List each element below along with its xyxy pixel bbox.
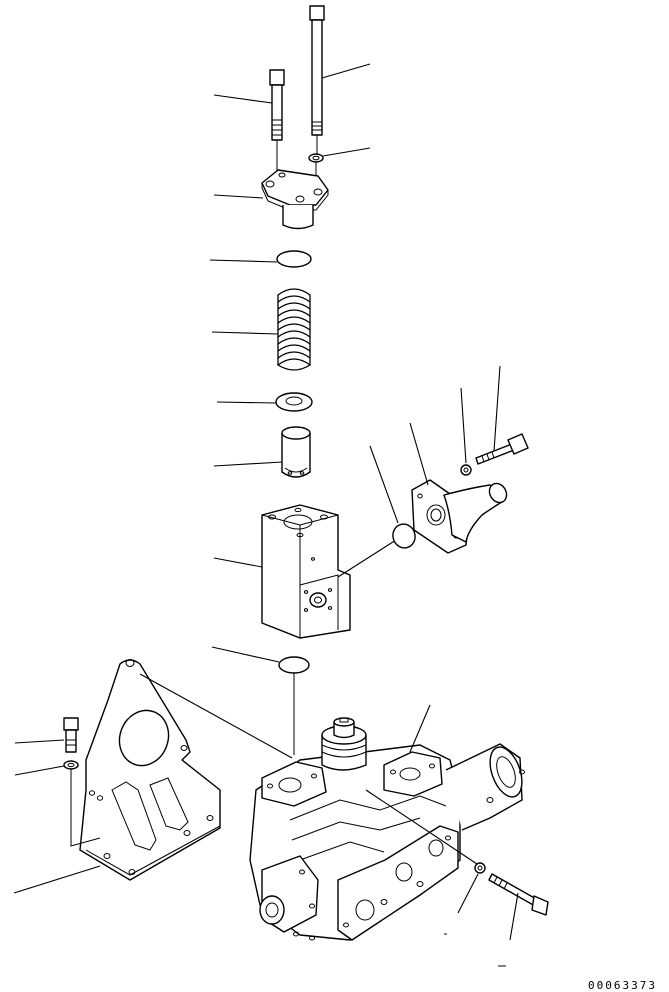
drawing-reference-number: 00063373: [588, 979, 657, 992]
o-ring-lower[interactable]: [278, 656, 310, 674]
washer-small[interactable]: [308, 153, 324, 163]
short-bolt[interactable]: [269, 69, 285, 141]
leader-spool-sleeve: [213, 461, 283, 467]
pump-washer[interactable]: [474, 862, 486, 874]
leader-spring-seat: [216, 401, 277, 404]
elbow-pipe-flange[interactable]: [411, 479, 510, 554]
pump-assembly[interactable]: [249, 717, 528, 941]
valve-body-block[interactable]: [261, 504, 351, 639]
leader-o-ring-lower: [211, 646, 280, 663]
leader-washer-flange: [460, 387, 467, 464]
leader-spring: [211, 331, 279, 335]
flange-bolt[interactable]: [475, 433, 529, 465]
leader-pump-bolt: [509, 892, 519, 941]
o-ring-side[interactable]: [390, 522, 417, 551]
leader-flange-bolt: [493, 365, 501, 452]
spring[interactable]: [277, 288, 311, 371]
pump-bolt[interactable]: [488, 873, 549, 916]
leader-washer-small: [322, 147, 371, 157]
bracket-bolt[interactable]: [63, 717, 79, 753]
leader-pump-port: [409, 704, 431, 753]
leader-bracket-washer: [14, 765, 65, 776]
leader-bracket-bolt: [14, 739, 65, 744]
leader-valve-body-block: [213, 557, 263, 568]
leader-mounting-bracket: [13, 865, 101, 894]
leader-o-ring-upper: [209, 259, 278, 263]
washer-flange[interactable]: [460, 464, 472, 476]
leader-long-bolt: [321, 63, 371, 79]
leader-valve-cover: [213, 194, 264, 199]
spool-sleeve[interactable]: [281, 426, 311, 478]
mounting-bracket[interactable]: [79, 659, 221, 881]
valve-cover[interactable]: [261, 169, 329, 230]
spring-seat[interactable]: [275, 392, 313, 412]
bracket-washer[interactable]: [63, 760, 79, 770]
leader-elbow-pipe: [409, 422, 429, 486]
o-ring-upper[interactable]: [276, 250, 312, 268]
leader-pump-washer: [457, 873, 479, 914]
leader-short-bolt: [213, 94, 273, 104]
leader-o-ring-side: [369, 445, 399, 524]
long-bolt[interactable]: [309, 5, 325, 136]
